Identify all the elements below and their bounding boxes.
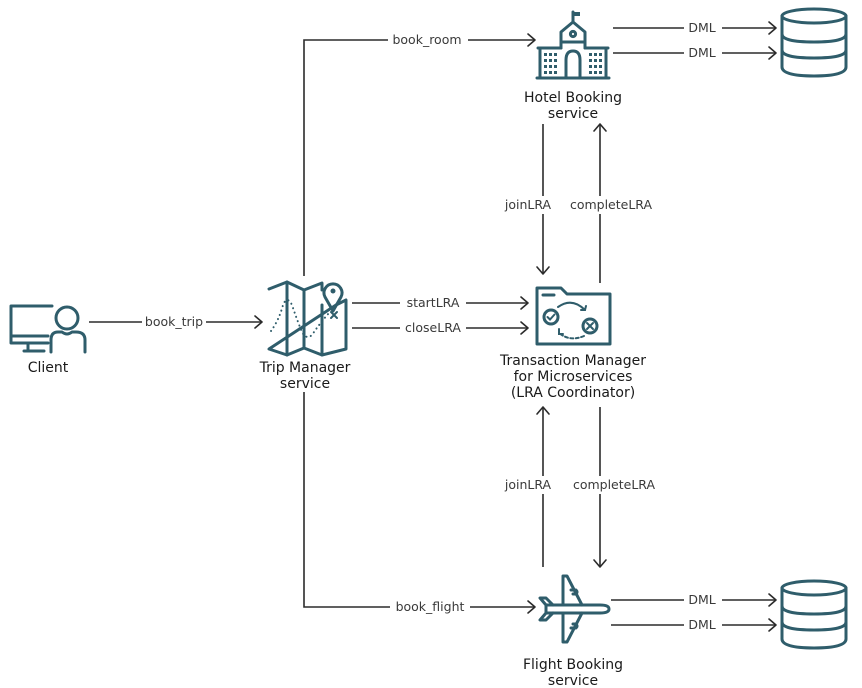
node-label-transaction-manager-line3: (LRA Coordinator) (511, 385, 635, 401)
edge-label-flight-dml-2: DML (688, 617, 715, 632)
edge-hotel-join-lra: joinLRA (502, 124, 556, 275)
transaction-folder-icon (535, 286, 612, 346)
edge-flight-dml-1: DML (611, 591, 777, 609)
edge-label-start-lra: startLRA (407, 295, 460, 310)
node-label-trip-manager-line2: service (280, 376, 330, 392)
node-transaction-manager: Transaction Manager for Microservices (L… (499, 286, 646, 401)
edge-label-flight-complete-lra: completeLRA (573, 477, 656, 492)
edge-hotel-dml-2: DML (613, 44, 777, 62)
edge-hotel-complete-lra: completeLRA (566, 123, 656, 283)
edge-label-flight-join-lra: joinLRA (504, 477, 552, 492)
edge-label-hotel-dml-1: DML (688, 20, 715, 35)
node-label-hotel-booking-line1: Hotel Booking (524, 90, 622, 106)
node-client: Client (9, 304, 87, 376)
node-trip-manager: Trip Manager service (259, 280, 351, 392)
node-label-client: Client (28, 360, 69, 376)
node-label-hotel-booking-line2: service (548, 106, 598, 122)
hotel-building-icon (535, 10, 611, 80)
edge-label-close-lra: closeLRA (405, 320, 461, 335)
node-label-transaction-manager-line2: for Microservices (514, 369, 633, 385)
edge-label-flight-dml-1: DML (688, 592, 715, 607)
map-icon (267, 280, 348, 357)
edge-book-room: book_room (303, 31, 536, 276)
edge-label-hotel-dml-2: DML (688, 45, 715, 60)
node-label-trip-manager-line1: Trip Manager (259, 360, 351, 376)
edge-flight-join-lra: joinLRA (502, 406, 556, 567)
user-computer-icon (9, 304, 87, 354)
edge-hotel-dml-1: DML (613, 19, 777, 37)
edge-label-hotel-complete-lra: completeLRA (570, 197, 653, 212)
edge-flight-dml-2: DML (611, 616, 777, 634)
node-hotel-booking: Hotel Booking service (524, 10, 622, 122)
node-hotel-database (780, 7, 848, 78)
node-label-transaction-manager-line1: Transaction Manager (499, 353, 646, 369)
node-flight-booking: Flight Booking service (523, 574, 623, 688)
edge-label-book-trip: book_trip (145, 314, 203, 329)
node-label-flight-booking-line1: Flight Booking (523, 657, 623, 673)
edge-book-flight: book_flight (303, 392, 536, 616)
edge-label-book-room: book_room (392, 32, 461, 47)
node-label-flight-booking-line2: service (548, 673, 598, 688)
edge-label-hotel-join-lra: joinLRA (504, 197, 552, 212)
edge-close-lra: closeLRA (352, 319, 529, 337)
edge-flight-complete-lra: completeLRA (568, 407, 660, 568)
database-icon (780, 7, 848, 78)
database-icon (780, 579, 848, 650)
edge-book-trip: book_trip (89, 313, 263, 331)
edge-start-lra: startLRA (352, 294, 529, 312)
node-flight-database (780, 579, 848, 650)
edge-label-book-flight: book_flight (396, 599, 465, 614)
airplane-icon (538, 574, 611, 644)
